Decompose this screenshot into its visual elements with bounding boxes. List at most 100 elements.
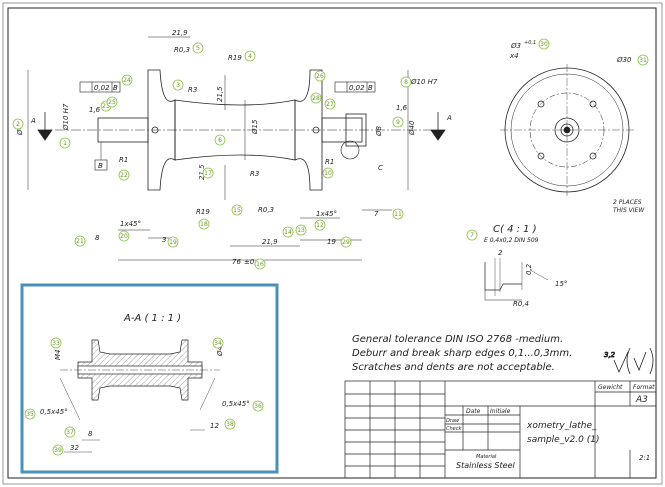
inspection-balloon	[310, 92, 322, 104]
svg-text:1,6: 1,6	[396, 104, 408, 112]
svg-text:Ø10 H7: Ø10 H7	[62, 103, 70, 131]
inspection-balloon	[172, 79, 184, 91]
inspection-balloon-label: 9	[396, 119, 400, 126]
inspection-balloon-label: 37	[66, 429, 74, 436]
inspection-balloon-label: 1	[63, 140, 67, 147]
inspection-balloon	[466, 229, 478, 241]
inspection-balloon	[314, 219, 326, 231]
svg-text:21,9: 21,9	[262, 238, 278, 246]
inspection-balloon-label: 12	[316, 222, 324, 229]
svg-text:0,02: 0,02	[349, 84, 365, 92]
inspection-balloon-label: 13	[297, 227, 305, 234]
svg-text:2 PLACES: 2 PLACES	[613, 199, 642, 206]
inspection-balloon-label: 29	[342, 239, 350, 246]
svg-text:THIS VIEW: THIS VIEW	[613, 207, 645, 214]
inspection-balloon-label: 3	[176, 82, 180, 89]
svg-text:Initiale: Initiale	[490, 408, 511, 415]
svg-text:8: 8	[88, 430, 93, 438]
svg-text:R19: R19	[196, 208, 210, 216]
svg-text:R1: R1	[119, 156, 128, 164]
svg-text:3,2: 3,2	[604, 351, 616, 359]
svg-text:7: 7	[374, 210, 379, 218]
svg-text:B: B	[98, 162, 103, 170]
svg-text:Ø3: Ø3	[510, 42, 521, 50]
svg-text:Draw: Draw	[446, 418, 460, 424]
svg-text:Ø40: Ø40	[408, 120, 416, 136]
inspection-balloon	[392, 208, 404, 220]
inspection-balloon-label: 2	[16, 121, 20, 128]
inspection-balloon	[74, 235, 86, 247]
surface-finish-symbol: 3,2	[604, 347, 654, 375]
svg-text:R3: R3	[250, 170, 259, 178]
svg-text:±0,1: ±0,1	[244, 258, 261, 266]
svg-text:+0,1: +0,1	[524, 40, 536, 46]
detail-view-text: C( 4 : 1 ) E 0,4x0,2 DIN 509 2 0,2 15° R…	[484, 224, 567, 308]
inspection-balloon-label: 18	[200, 221, 208, 228]
title-block-text: Gewicht Format A3 Date Initiale Draw Che…	[446, 384, 655, 470]
general-notes: General tolerance DIN ISO 2768 -medium. …	[352, 334, 572, 373]
inspection-balloon-label: 7	[470, 232, 474, 239]
svg-text:Check: Check	[446, 426, 462, 432]
inspection-balloon-label: 28	[312, 95, 320, 102]
inspection-balloon-label: 24	[123, 77, 131, 84]
svg-text:Date: Date	[466, 408, 481, 415]
svg-text:0,2: 0,2	[525, 263, 533, 275]
svg-text:A: A	[30, 117, 36, 125]
svg-text:Deburr and break sharp edges 0: Deburr and break sharp edges 0,1...0,3mm…	[352, 348, 572, 359]
svg-text:M4: M4	[54, 350, 62, 361]
svg-text:21,5: 21,5	[216, 86, 224, 102]
svg-text:Ø4: Ø4	[216, 346, 224, 357]
svg-text:E 0,4x0,2 DIN 509: E 0,4x0,2 DIN 509	[484, 237, 539, 244]
inspection-balloon	[198, 218, 210, 230]
svg-text:C( 4 : 1 ): C( 4 : 1 )	[493, 224, 537, 235]
inspection-balloon	[637, 54, 649, 66]
svg-text:15°: 15°	[555, 280, 567, 288]
svg-text:Gewicht: Gewicht	[598, 384, 623, 391]
svg-text:0,02: 0,02	[94, 84, 110, 92]
svg-text:1,6: 1,6	[89, 106, 101, 114]
inspection-balloon-label: 14	[284, 229, 292, 236]
inspection-balloon-label: 25	[108, 99, 116, 106]
main-view	[27, 36, 446, 261]
inspection-balloon-label: 19	[169, 239, 177, 246]
inspection-balloon-label: 39	[54, 447, 62, 454]
inspection-balloon-label: 33	[52, 340, 60, 347]
svg-text:Material: Material	[476, 454, 497, 460]
inspection-balloon	[12, 118, 24, 130]
svg-text:Ø30: Ø30	[616, 56, 632, 64]
svg-text:1x45°: 1x45°	[120, 220, 141, 228]
inspection-balloon-label: 5	[196, 45, 200, 52]
svg-text:Stainless Steel: Stainless Steel	[456, 461, 515, 470]
svg-text:Ø15: Ø15	[251, 119, 259, 135]
svg-text:xometry_lathe_: xometry_lathe_	[526, 421, 597, 431]
svg-text:General tolerance DIN ISO 2768: General tolerance DIN ISO 2768 -medium.	[352, 334, 563, 345]
detail-view	[484, 258, 549, 301]
section-view	[59, 339, 220, 453]
svg-text:21,5: 21,5	[198, 164, 206, 180]
inspection-balloon	[64, 426, 76, 438]
inspection-balloon-label: 38	[226, 421, 234, 428]
inspection-balloon	[400, 76, 412, 88]
inspection-balloon	[118, 169, 130, 181]
svg-text:R3: R3	[188, 86, 197, 94]
inspection-balloon-label: 8	[404, 79, 408, 86]
inspection-balloon-label: 23	[102, 103, 110, 110]
svg-text:sample_v2.0 (1): sample_v2.0 (1)	[527, 435, 599, 445]
main-view-text: Ø40 Ø40 A A 21,9 R0,3 R19 0,02 B 0,02 B …	[16, 29, 452, 266]
inspection-balloon	[167, 236, 179, 248]
inspection-balloon-label: 17	[204, 170, 212, 177]
svg-text:x4: x4	[509, 52, 519, 60]
inspection-balloon-label: 16	[256, 261, 264, 268]
svg-text:12: 12	[210, 422, 219, 430]
svg-text:76: 76	[232, 258, 241, 266]
svg-text:Ø10 H7: Ø10 H7	[410, 78, 438, 86]
inspection-balloon-label: 36	[254, 403, 262, 410]
inspection-balloon	[252, 400, 264, 412]
inspection-balloon	[295, 224, 307, 236]
inspection-balloon-label: 15	[233, 207, 241, 214]
svg-text:Format: Format	[633, 384, 655, 391]
inspection-balloon	[538, 38, 550, 50]
svg-text:19: 19	[327, 238, 336, 246]
